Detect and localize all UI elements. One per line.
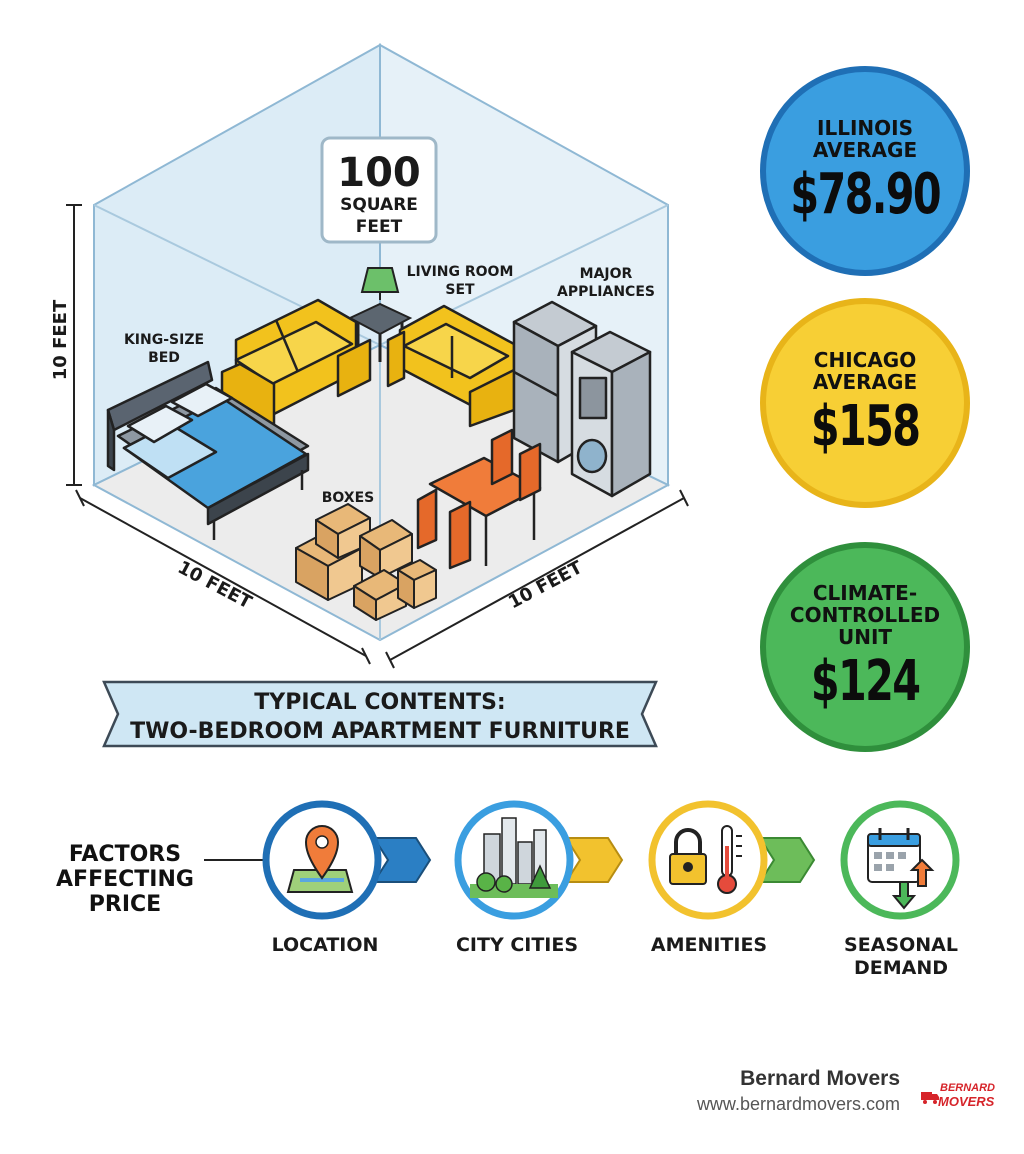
- price-circle-climate: CLIMATE- CONTROLLED UNIT $124: [760, 542, 970, 752]
- location-label: LOCATION: [271, 934, 379, 956]
- factor-label-seasonal: SEASONAL DEMAND: [821, 934, 981, 980]
- ribbon-line1: TYPICAL CONTENTS:: [254, 690, 506, 715]
- flow-arrow-1: [372, 837, 432, 883]
- city-skyline-icon: [470, 817, 558, 898]
- seasonal-circle: [840, 800, 960, 920]
- factors-title-line3: PRICE: [88, 892, 162, 917]
- contents-ribbon-text: TYPICAL CONTENTS: TWO-BEDROOM APARTMENT …: [120, 688, 640, 746]
- city-circle: [454, 800, 574, 920]
- factor-label-city: CITY CITIES: [437, 934, 597, 957]
- logo-line2: MOVERS: [938, 1094, 995, 1109]
- sofa-right-icon: [386, 304, 516, 428]
- factor-label-amenities: AMENITIES: [629, 934, 789, 957]
- illinois-label-line1: ILLINOIS: [817, 116, 913, 140]
- factors-flow: [204, 800, 960, 920]
- bed-label-line2: BED: [148, 350, 180, 366]
- climate-label-line3: UNIT: [837, 625, 893, 649]
- illinois-price: $78.90: [790, 162, 941, 227]
- price-circle-chicago: CHICAGO AVERAGE $158: [760, 298, 970, 508]
- amenities-circle: [648, 800, 768, 920]
- appliances-label-line2: APPLIANCES: [557, 284, 655, 300]
- climate-price: $124: [810, 649, 921, 714]
- chicago-label-line1: CHICAGO: [813, 348, 917, 372]
- contents-ribbon: [102, 680, 658, 748]
- right-width-dimension-line: [385, 489, 689, 669]
- location-circle: [262, 800, 382, 920]
- seasonal-label-line2: DEMAND: [853, 957, 949, 979]
- truck-icon: [921, 1092, 939, 1104]
- appliances-label-line1: MAJOR: [580, 266, 633, 282]
- bed-icon: [106, 360, 310, 540]
- footer-url[interactable]: www.bernardmovers.com: [696, 1094, 900, 1114]
- calendar-arrows-icon: [867, 828, 935, 910]
- flow-arrow-3: [758, 837, 816, 883]
- map-pin-icon: [286, 825, 354, 893]
- square-feet-box: [320, 136, 438, 244]
- footer-logo: BERNARD MOVERS: [920, 1082, 1006, 1110]
- height-label: 10 FEET: [50, 299, 71, 380]
- height-dimension-line: [66, 204, 82, 486]
- illinois-label-line2: AVERAGE: [812, 138, 918, 162]
- living-label-line2: SET: [445, 282, 475, 298]
- city-label: CITY CITIES: [455, 934, 579, 956]
- appliances-icon: [512, 300, 652, 498]
- climate-label-line1: CLIMATE-: [812, 581, 918, 605]
- footer-brand-name: Bernard Movers: [740, 1067, 900, 1090]
- climate-label-line2: CONTROLLED: [789, 603, 941, 627]
- left-width-dimension-line: [75, 489, 371, 665]
- living-label-line1: LIVING ROOM: [407, 264, 514, 280]
- dining-table-icon: [416, 428, 542, 570]
- boxes-label: BOXES: [322, 490, 375, 506]
- ribbon-line2: TWO-BEDROOM APARTMENT FURNITURE: [130, 719, 630, 744]
- boxes-icon: [295, 503, 437, 621]
- flow-arrow-2: [564, 837, 624, 883]
- square-feet-unit-line1: SQUARE: [340, 195, 418, 215]
- factors-title-line1: FACTORS: [68, 842, 182, 867]
- square-feet-value: 100: [337, 150, 421, 196]
- chicago-price: $158: [810, 394, 921, 459]
- factor-label-location: LOCATION: [245, 934, 405, 957]
- factors-title: FACTORS AFFECTING PRICE: [40, 842, 210, 917]
- lamp-icon: [347, 267, 413, 362]
- chicago-label-line2: AVERAGE: [812, 370, 918, 394]
- seasonal-label-line1: SEASONAL: [844, 934, 958, 956]
- room-illustration: 10 FEET 10 FEET 10 FEET 100 SQUARE FEET …: [50, 43, 689, 669]
- bed-label-line1: KING-SIZE: [124, 332, 204, 348]
- footer-brand: Bernard Movers www.bernardmovers.com: [697, 1066, 900, 1116]
- price-circle-illinois: ILLINOIS AVERAGE $78.90: [760, 66, 970, 276]
- logo-line1: BERNARD: [940, 1082, 995, 1094]
- lock-thermometer-icon: [669, 825, 742, 894]
- amenities-label: AMENITIES: [650, 934, 768, 956]
- factors-title-line2: AFFECTING: [56, 867, 194, 892]
- square-feet-unit-line2: FEET: [356, 217, 403, 237]
